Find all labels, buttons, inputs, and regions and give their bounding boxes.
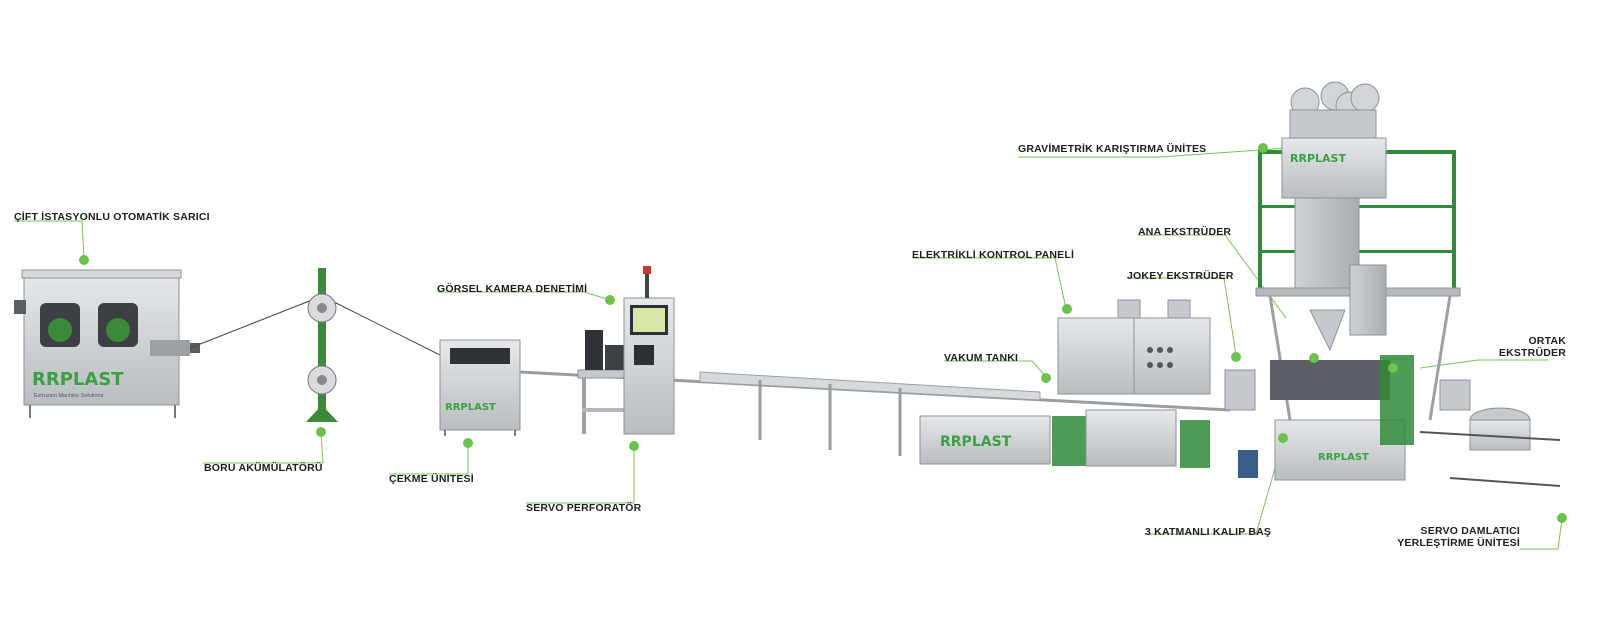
tower-logo: RRPLAST: [1290, 152, 1346, 165]
vacuum-tank: RRPLAST: [919, 409, 1210, 468]
vacuum-logo: RRPLAST: [940, 434, 1012, 450]
dot-gravimetric: [1258, 143, 1268, 153]
callout-dots: [79, 143, 1567, 523]
dot-co-extruder: [1388, 363, 1398, 373]
dot-perforator: [629, 441, 639, 451]
electrical-control-panel: [1057, 299, 1211, 395]
label-servo-perforator: SERVO PERFORATÖR: [526, 502, 642, 514]
winder-tagline: Extrusion Machine Solutions: [34, 393, 104, 399]
dot-dripper: [1557, 513, 1567, 523]
label-jockey-extruder: JOKEY EKSTRÜDER: [1127, 270, 1234, 282]
dot-accumulator: [316, 427, 326, 437]
dot-control-panel: [1062, 304, 1072, 314]
dot-camera: [605, 295, 615, 305]
haul-off-logo: RRPLAST: [445, 402, 496, 413]
extruder-logo: RRPLAST: [1318, 452, 1369, 463]
label-camera-inspection: GÖRSEL KAMERA DENETİMİ: [437, 283, 588, 295]
dot-jockey-extruder: [1231, 352, 1241, 362]
pipe-accumulator: [306, 268, 338, 422]
label-servo-dripper: SERVO DAMLATICI YERLEŞTİRME ÜNİTESİ: [1394, 525, 1520, 549]
label-co-extruder: ORTAK EKSTRÜDER: [1480, 335, 1566, 359]
dot-winder: [79, 255, 89, 265]
conveyor: [699, 371, 1041, 456]
label-co-extruder-line2: EKSTRÜDER: [1498, 347, 1566, 359]
camera-inspection: [623, 266, 675, 435]
label-vacuum-tank: VAKUM TANKI: [944, 352, 1019, 364]
label-die-head: 3 KATMANLI KALIP BAŞ: [1145, 526, 1272, 538]
label-double-station-winder: ÇİFT İSTASYONLU OTOMATİK SARICI: [14, 211, 210, 223]
label-servo-dripper-line1: SERVO DAMLATICI: [1420, 525, 1520, 537]
label-main-extruder: ANA EKSTRÜDER: [1138, 226, 1232, 238]
dot-main-extruder: [1309, 353, 1319, 363]
haul-off-unit: RRPLAST: [439, 339, 521, 436]
dot-haul-off: [463, 438, 473, 448]
dot-vacuum-tank: [1041, 373, 1051, 383]
leader-lines: [14, 147, 1563, 550]
label-gravimetric-blender: GRAVİMETRİK KARIŞTIRMA ÜNİTES: [1018, 143, 1207, 155]
label-servo-dripper-line2: YERLEŞTİRME ÜNİTESİ: [1397, 537, 1520, 549]
label-electrical-control-panel: ELEKTRİKLİ KONTROL PANELİ: [912, 249, 1075, 261]
gravimetric-blender-tower: RRPLAST: [1255, 81, 1461, 421]
double-station-winder: RRPLAST Extrusion Machine Solutions: [14, 269, 200, 418]
servo-dripper-unit: [1419, 379, 1561, 487]
label-haul-off-unit: ÇEKME ÜNİTESİ: [389, 473, 474, 485]
label-co-extruder-line1: ORTAK: [1528, 335, 1566, 347]
label-pipe-accumulator: BORU AKÜMÜLATÖRÜ: [204, 462, 323, 474]
dot-die-head: [1278, 433, 1288, 443]
extruder-base: RRPLAST: [1224, 355, 1414, 481]
winder-logo: RRPLAST: [32, 369, 124, 390]
